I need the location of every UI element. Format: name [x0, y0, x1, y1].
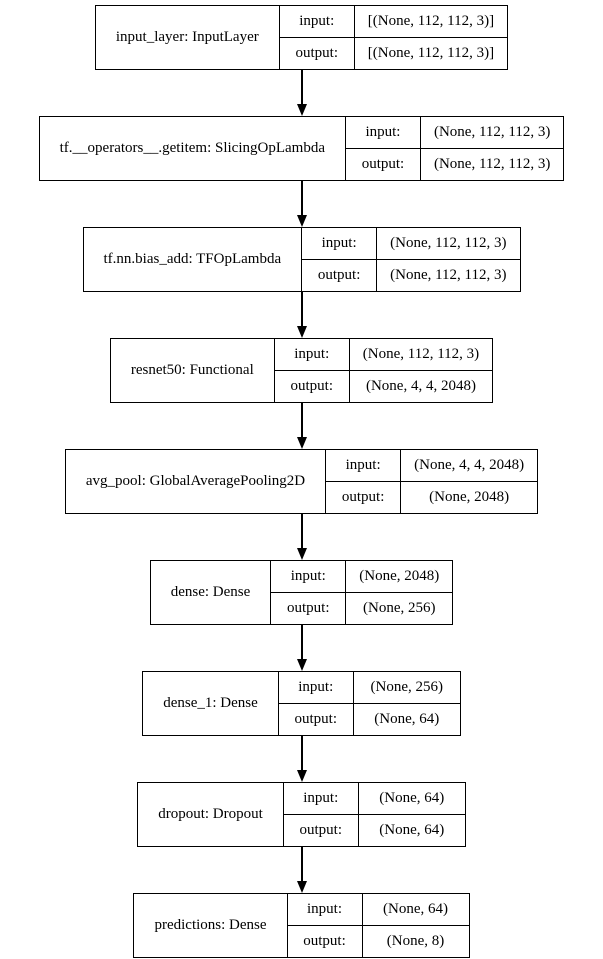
io-table: input: (None, 64) output: (None, 8) [287, 894, 469, 957]
arrow-line [300, 625, 303, 659]
layer-name: tf.__operators__.getitem: SlicingOpLambd… [40, 117, 346, 180]
flow-arrow [296, 625, 307, 671]
flow-arrow [296, 70, 307, 116]
arrow-line [300, 736, 303, 770]
io-table: input: (None, 112, 112, 3) output: (None… [302, 228, 520, 291]
layer-name: dropout: Dropout [138, 783, 284, 846]
output-label: output: [271, 592, 347, 624]
input-label: input: [271, 561, 347, 592]
io-table: input: (None, 256) output: (None, 64) [278, 672, 460, 735]
output-label: output: [283, 814, 359, 846]
input-label: input: [288, 894, 363, 925]
input-label: input: [346, 117, 421, 148]
flow-arrow [296, 292, 307, 338]
input-shape: (None, 2048) [359, 568, 440, 584]
flow-arrow [296, 403, 307, 449]
arrow-head-icon [296, 548, 307, 560]
input-label: input: [279, 672, 354, 703]
layer-node-avg-pool: avg_pool: GlobalAveragePooling2D input: … [64, 449, 539, 514]
flow-arrow [296, 736, 307, 782]
input-label: input: [280, 6, 355, 37]
output-shape: (None, 112, 112, 3) [377, 259, 520, 291]
layer-name: dense: Dense [151, 561, 272, 624]
layer-node-dense-1: dense_1: Dense input: (None, 256) output… [142, 671, 461, 736]
output-label: output: [345, 148, 421, 180]
arrow-head-icon [296, 104, 307, 116]
output-shape: (None, 4, 4, 2048) [349, 370, 493, 402]
input-label: input: [302, 228, 378, 259]
input-shape: (None, 112, 112, 3) [433, 124, 551, 140]
layer-node-predictions: predictions: Dense input: (None, 64) out… [133, 893, 470, 958]
layer-node-input-layer: input_layer: InputLayer input: [(None, 1… [94, 5, 509, 70]
arrow-line [300, 70, 303, 104]
arrow-line [300, 514, 303, 548]
output-label: output: [279, 37, 355, 69]
io-table: input: (None, 112, 112, 3) output: (None… [274, 339, 493, 402]
input-shape: (None, 112, 112, 3) [390, 235, 507, 251]
output-label: output: [274, 370, 350, 402]
input-shape: [(None, 112, 112, 3)] [367, 13, 495, 29]
layer-node-tf-operators-getitem: tf.__operators__.getitem: SlicingOpLambd… [38, 116, 565, 181]
output-shape: (None, 2048) [401, 481, 538, 513]
input-label: input: [284, 783, 359, 814]
output-shape: (None, 256) [346, 592, 453, 624]
arrow-line [300, 181, 303, 215]
output-shape: (None, 64) [353, 703, 460, 735]
layer-name: resnet50: Functional [111, 339, 275, 402]
input-shape: (None, 112, 112, 3) [362, 346, 480, 362]
io-table: input: (None, 64) output: (None, 64) [283, 783, 465, 846]
io-table: input: (None, 2048) output: (None, 256) [271, 561, 453, 624]
layer-name: tf.nn.bias_add: TFOpLambda [84, 228, 303, 291]
layer-node-resnet50: resnet50: Functional input: (None, 112, … [109, 338, 494, 403]
output-shape: [(None, 112, 112, 3)] [354, 37, 508, 69]
layer-node-dense: dense: Dense input: (None, 2048) output:… [149, 560, 454, 625]
arrow-head-icon [296, 659, 307, 671]
layer-name: avg_pool: GlobalAveragePooling2D [66, 450, 327, 513]
flow-arrow [296, 181, 307, 227]
input-shape: (None, 64) [383, 901, 449, 917]
output-shape: (None, 64) [358, 814, 465, 846]
io-table: input: (None, 4, 4, 2048) output: (None,… [326, 450, 538, 513]
arrow-line [300, 403, 303, 437]
arrow-head-icon [296, 326, 307, 338]
input-label: input: [326, 450, 402, 481]
layer-name: predictions: Dense [134, 894, 288, 957]
arrow-line [300, 847, 303, 881]
input-label: input: [275, 339, 350, 370]
arrow-head-icon [296, 437, 307, 449]
arrow-line [300, 292, 303, 326]
output-label: output: [278, 703, 354, 735]
output-shape: (None, 8) [362, 925, 469, 957]
layer-node-tf-nn-bias-add: tf.nn.bias_add: TFOpLambda input: (None,… [82, 227, 521, 292]
io-table: input: [(None, 112, 112, 3)] output: [(N… [279, 6, 508, 69]
arrow-head-icon [296, 215, 307, 227]
output-label: output: [302, 259, 378, 291]
input-shape: (None, 256) [370, 679, 444, 695]
flow-arrow [296, 514, 307, 560]
output-label: output: [287, 925, 363, 957]
output-shape: (None, 112, 112, 3) [420, 148, 564, 180]
layer-name: input_layer: InputLayer [96, 6, 280, 69]
flow-arrow [296, 847, 307, 893]
input-shape: (None, 64) [379, 790, 445, 806]
layer-name: dense_1: Dense [143, 672, 279, 735]
arrow-head-icon [296, 770, 307, 782]
input-shape: (None, 4, 4, 2048) [414, 457, 525, 473]
output-label: output: [326, 481, 402, 513]
layer-node-dropout: dropout: Dropout input: (None, 64) outpu… [137, 782, 466, 847]
arrow-head-icon [296, 881, 307, 893]
io-table: input: (None, 112, 112, 3) output: (None… [345, 117, 564, 180]
